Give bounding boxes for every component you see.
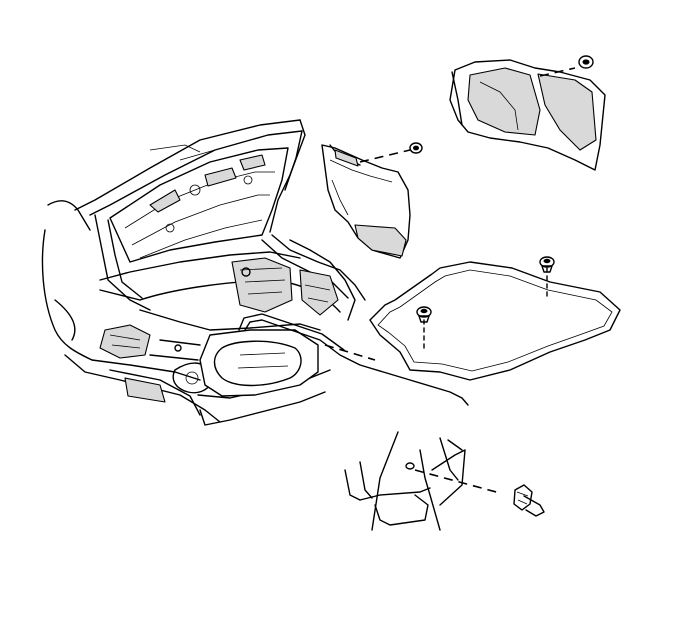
trunk-side-trim-left (321, 144, 411, 259)
retainer-clip-floor-2 (416, 306, 432, 353)
detail-view-clip (344, 431, 545, 531)
retainer-clip-side-right (539, 55, 594, 77)
retainer-clip-floor-1 (539, 256, 555, 301)
trunk-side-trim-right (449, 59, 606, 171)
vehicle-rear-body (41, 119, 366, 426)
retainer-clip-side-left (359, 142, 423, 163)
trunk-floor-trim (238, 261, 621, 406)
